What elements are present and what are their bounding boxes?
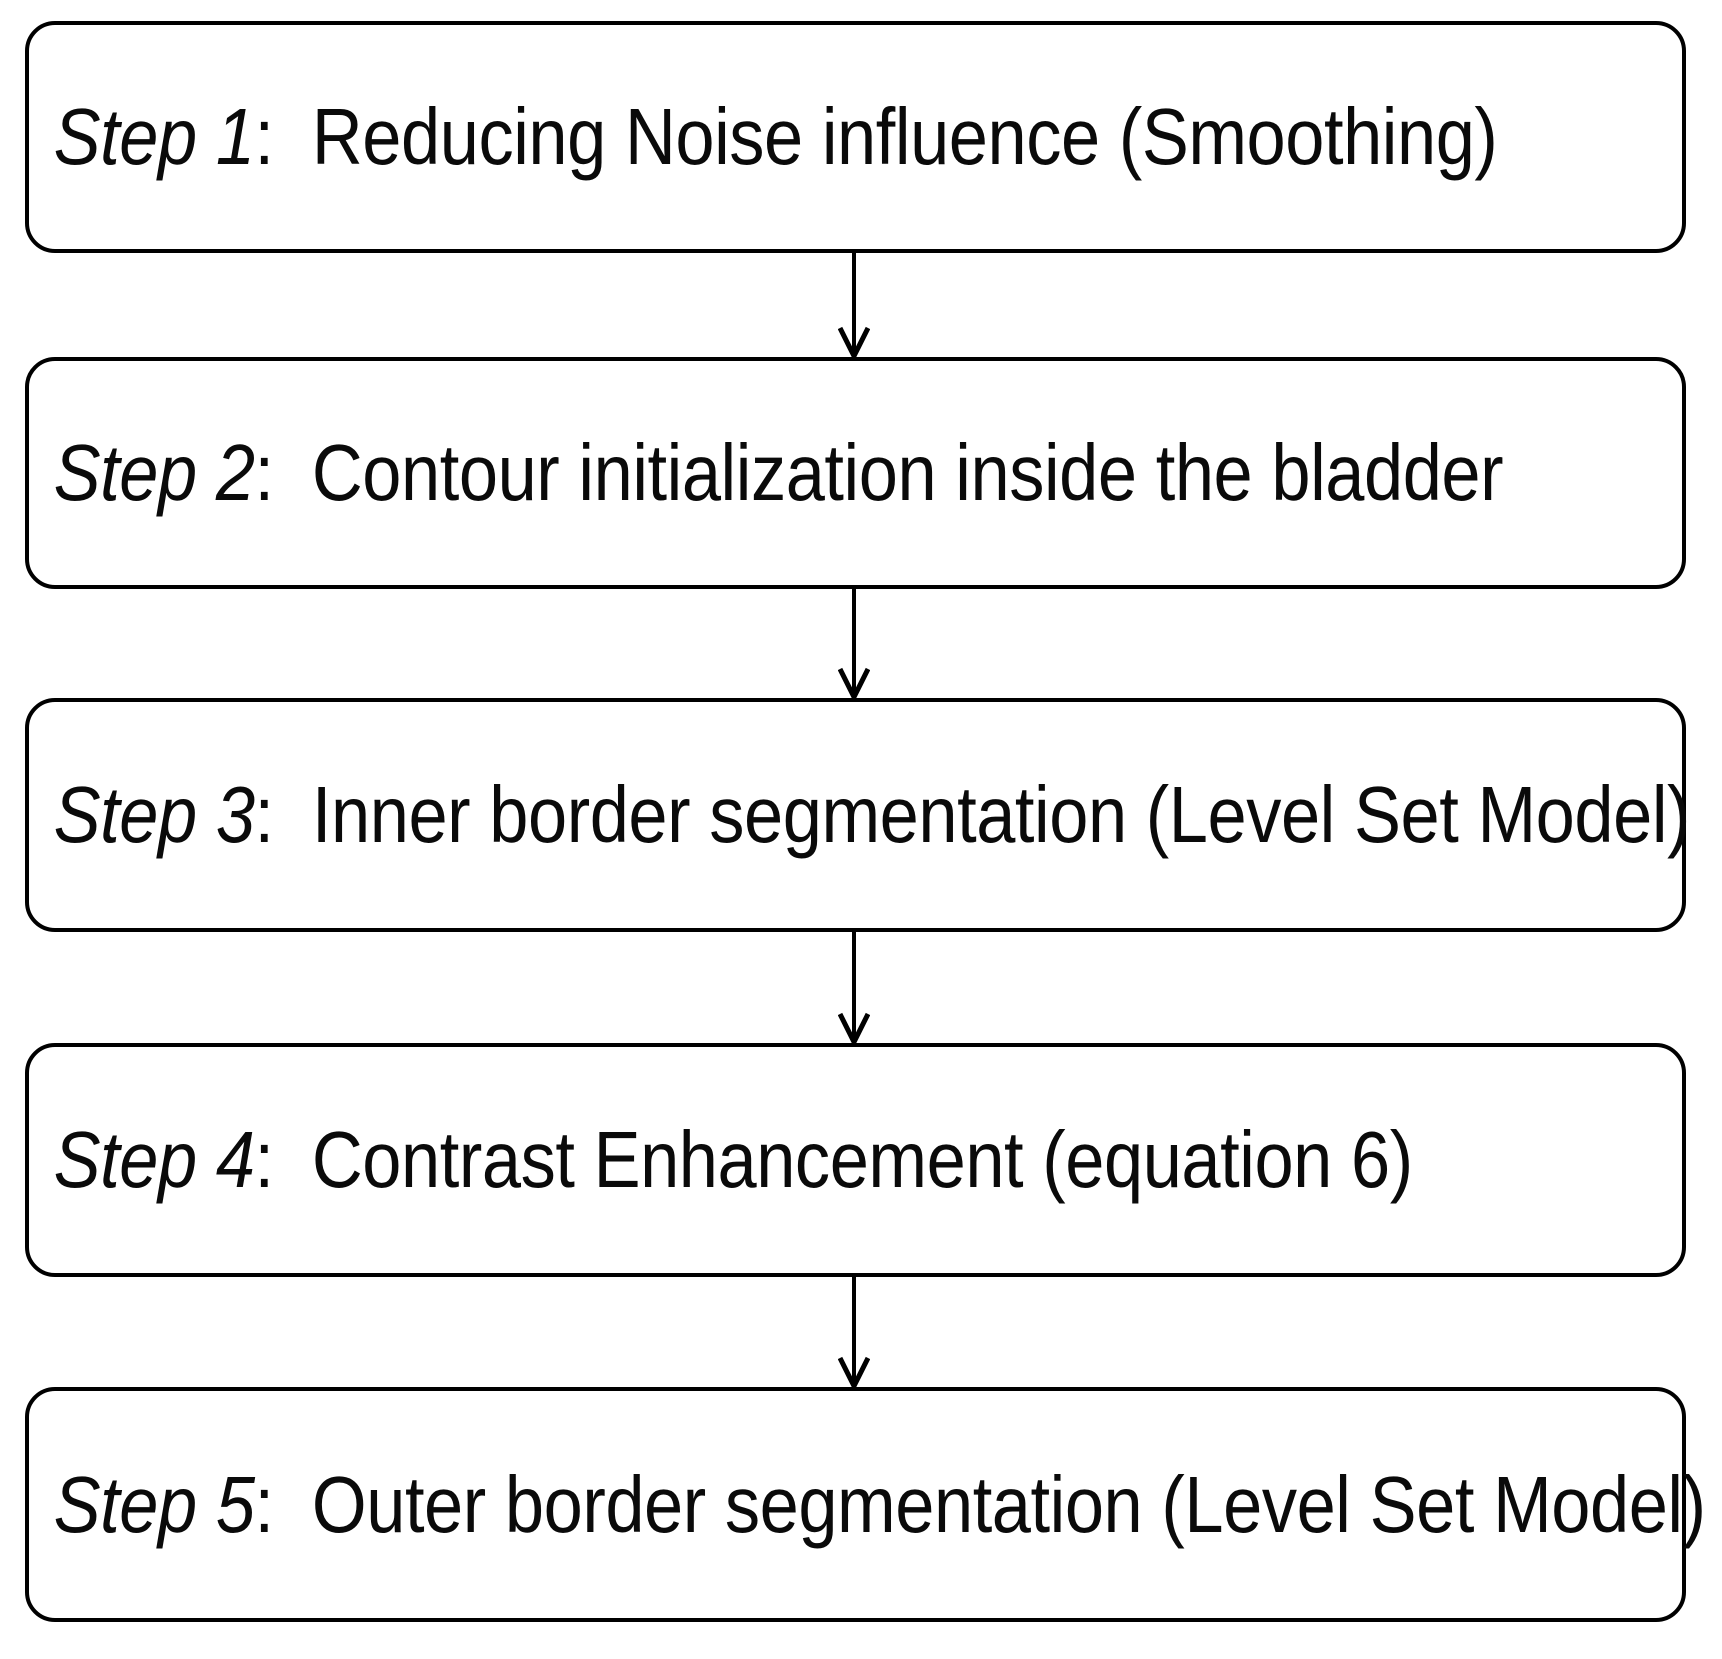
arrow-step3-to-step4 [838, 931, 870, 1045]
flow-node-step-3-text: Step 3: Inner border segmentation (Level… [29, 775, 1691, 855]
step-separator-1: : [254, 92, 275, 181]
arrow-step1-to-step2 [838, 252, 870, 359]
arrow-step4-to-step5 [838, 1276, 870, 1389]
flow-node-step-1[interactable]: Step 1: Reducing Noise influence (Smooth… [25, 21, 1686, 253]
arrow-step2-to-step3 [838, 588, 870, 700]
step-separator-3: : [254, 770, 275, 859]
step-separator-4: : [254, 1115, 275, 1204]
step-label-2: Step 2 [53, 428, 255, 517]
step-label-3: Step 3 [53, 770, 255, 859]
step-description-2: Contour initialization inside the bladde… [311, 428, 1504, 517]
flow-node-step-4-text: Step 4: Contrast Enhancement (equation 6… [29, 1120, 1414, 1200]
step-description-5: Outer border segmentation (Level Set Mod… [311, 1459, 1706, 1549]
step-description-3: Inner border segmentation (Level Set Mod… [311, 770, 1691, 859]
step-description-4: Contrast Enhancement (equation 6) [311, 1115, 1413, 1204]
flow-node-step-5-text: Step 5: Outer border segmentation (Level… [29, 1464, 1706, 1545]
flow-node-step-2[interactable]: Step 2: Contour initialization inside th… [25, 357, 1686, 589]
flow-node-step-2-text: Step 2: Contour initialization inside th… [29, 433, 1504, 513]
flow-node-step-5[interactable]: Step 5: Outer border segmentation (Level… [25, 1387, 1706, 1622]
flow-node-step-1-text: Step 1: Reducing Noise influence (Smooth… [29, 97, 1498, 177]
flow-node-step-4[interactable]: Step 4: Contrast Enhancement (equation 6… [25, 1043, 1686, 1277]
step-label-5: Step 5 [53, 1459, 255, 1549]
flow-node-step-3[interactable]: Step 3: Inner border segmentation (Level… [25, 698, 1690, 932]
step-separator-5: : [254, 1459, 275, 1549]
step-separator-2: : [254, 428, 275, 517]
step-label-4: Step 4 [53, 1115, 255, 1204]
step-label-1: Step 1 [53, 92, 255, 181]
step-description-1: Reducing Noise influence (Smoothing) [311, 92, 1498, 181]
